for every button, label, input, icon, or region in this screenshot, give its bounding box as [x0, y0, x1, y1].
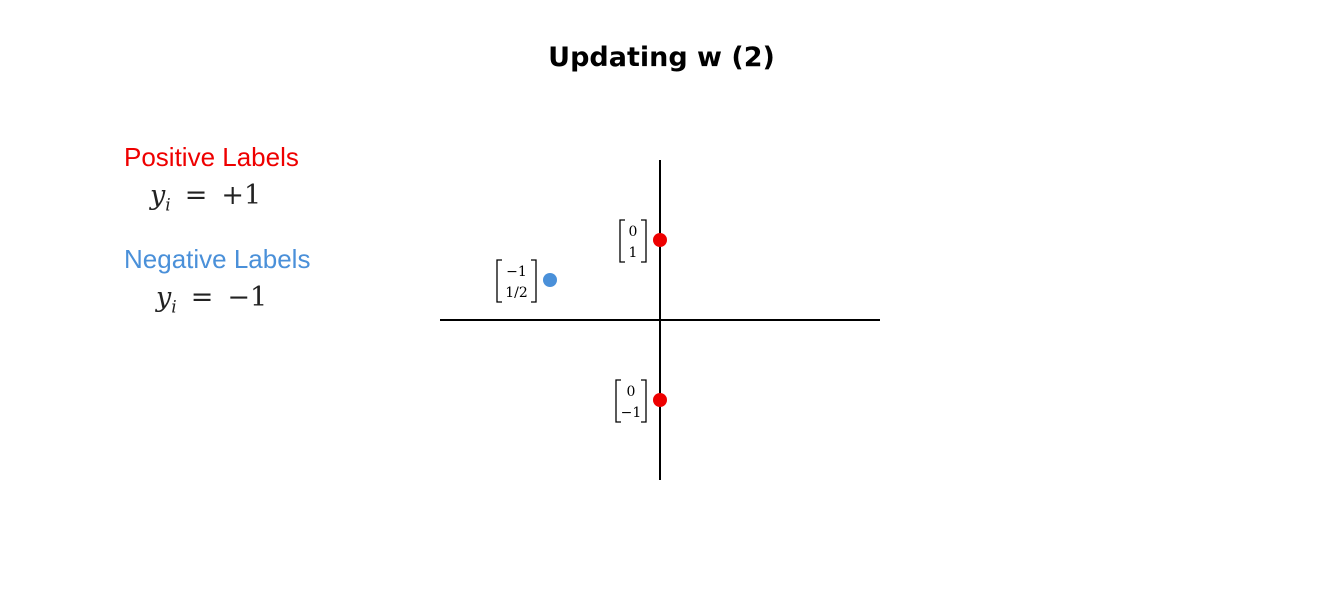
point-group: −11/2 — [496, 259, 557, 303]
negative-eq-equals: = — [190, 282, 214, 313]
vector-bracket-right — [641, 379, 647, 423]
point-group: 01 — [619, 219, 667, 263]
vector-component-bottom: 1 — [629, 245, 638, 261]
positive-eq-variable: y — [150, 180, 166, 211]
negative-eq-variable: y — [156, 282, 172, 313]
positive-eq-value: +1 — [221, 180, 262, 211]
vector-bracket-left — [496, 259, 502, 303]
vector-bracket-right — [641, 219, 647, 263]
data-point — [543, 273, 557, 287]
vector-component-top: 0 — [629, 224, 638, 240]
slide-title: Updating w (2) — [548, 42, 775, 73]
points-layer: 01−11/20−1 — [496, 219, 667, 423]
data-point — [653, 393, 667, 407]
negative-eq-subscript: i — [171, 297, 177, 318]
vector-component-bottom: −1 — [621, 405, 642, 421]
positive-label-equation: yi = +1 — [150, 180, 261, 215]
negative-label-equation: yi = −1 — [156, 282, 267, 317]
vector-bracket-left — [615, 379, 621, 423]
negative-eq-value: −1 — [227, 282, 268, 313]
vector-bracket-left — [619, 219, 625, 263]
data-point — [653, 233, 667, 247]
vector-component-top: −1 — [506, 264, 527, 280]
negative-labels-heading: Negative Labels — [124, 244, 311, 274]
positive-labels-heading: Positive Labels — [124, 142, 299, 172]
point-group: 0−1 — [615, 379, 667, 423]
vector-component-top: 0 — [627, 384, 636, 400]
vector-bracket-right — [531, 259, 537, 303]
positive-eq-equals: = — [184, 180, 208, 211]
positive-eq-subscript: i — [165, 195, 171, 216]
vector-component-bottom: 1/2 — [505, 285, 528, 301]
